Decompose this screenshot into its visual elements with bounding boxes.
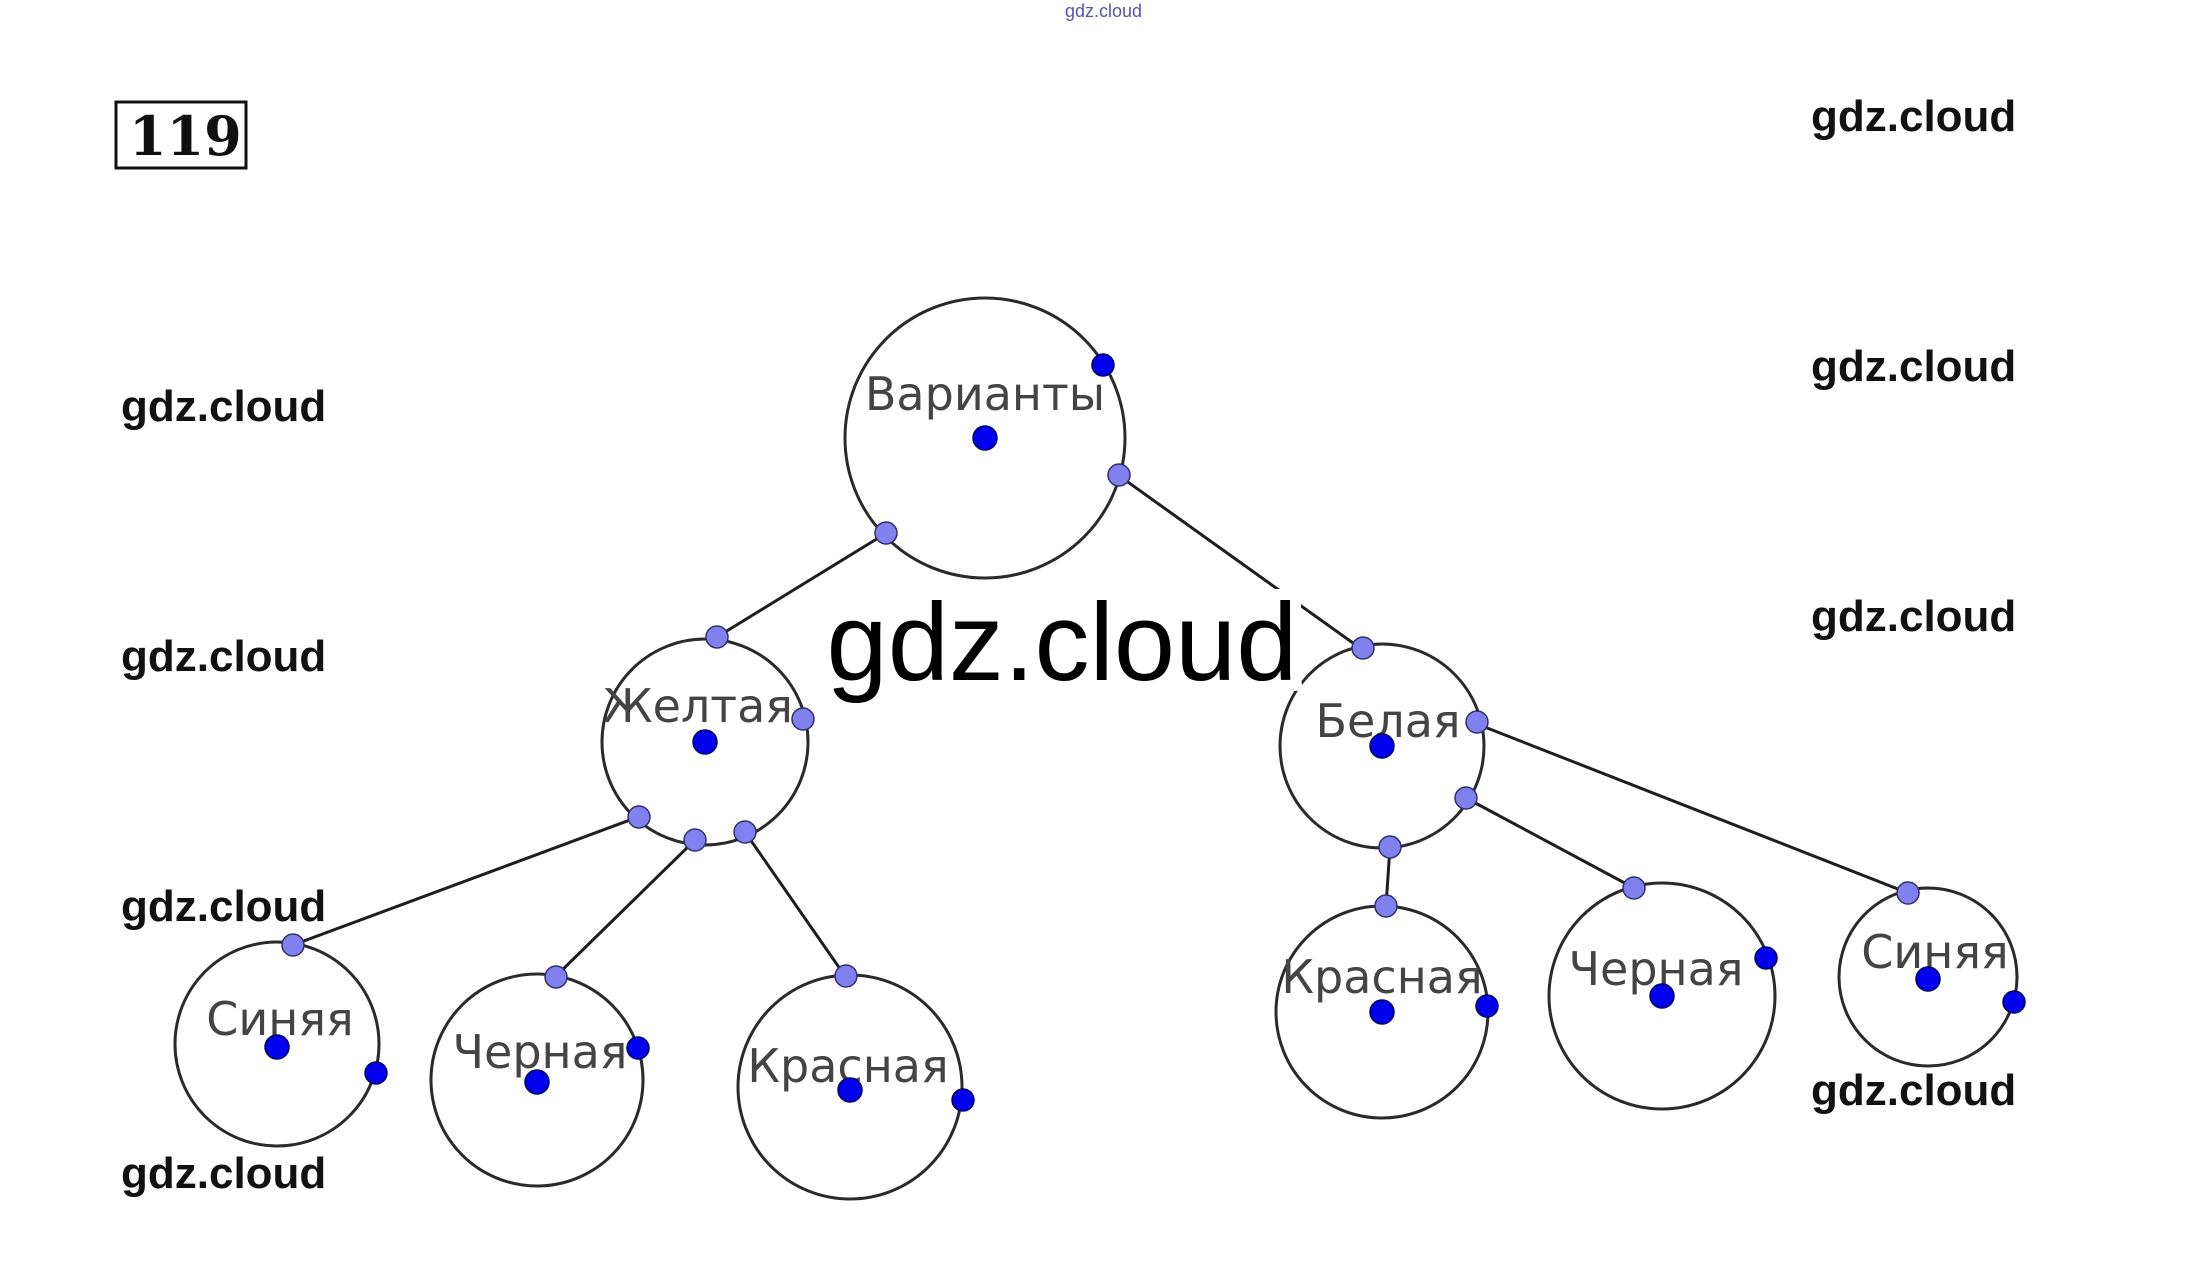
node-yellow-control-point	[791, 707, 815, 731]
node-yellow: Желтая	[600, 625, 815, 852]
node-yellow-blue-center-point	[264, 1034, 290, 1060]
node-yellow-blue-control-point	[364, 1061, 388, 1085]
node-yellow-red-anchor-top	[834, 964, 858, 988]
watermark-left-4: gdz.cloud	[121, 1149, 326, 1198]
watermark-top: gdz.cloud	[1065, 1, 1142, 21]
node-yellow-red: Красная	[736, 964, 975, 1201]
node-white-black: Черная	[1547, 876, 1778, 1111]
node-yellow-blue-anchor-top	[281, 933, 305, 957]
watermarks-left: gdz.cloud gdz.cloud gdz.cloud gdz.cloud	[121, 382, 326, 1198]
problem-number: 119	[114, 100, 248, 170]
node-root-control-point	[1091, 353, 1115, 377]
node-white-red-label: Красная	[1281, 950, 1482, 1004]
edge-yellow-red	[743, 831, 847, 977]
watermark-left-3: gdz.cloud	[121, 882, 326, 931]
watermark-center: gdz.cloud	[827, 581, 1298, 704]
node-root-anchor-left	[874, 521, 898, 545]
node-yellow-black-control-point	[626, 1036, 650, 1060]
node-white: Белая	[1278, 636, 1489, 859]
watermark-left-1: gdz.cloud	[121, 382, 326, 431]
node-yellow-center-point	[692, 729, 718, 755]
node-white-control-point	[1465, 710, 1489, 734]
node-white-blue-anchor-top	[1896, 881, 1920, 905]
watermark-right-1: gdz.cloud	[1811, 92, 2016, 141]
node-white-blue-control-point	[2002, 990, 2026, 1014]
node-white-blue: Синяя	[1837, 881, 2026, 1068]
watermark-right-3: gdz.cloud	[1811, 592, 2016, 641]
node-yellow-anchor-mid	[683, 828, 707, 852]
node-white-center-point	[1369, 733, 1395, 759]
node-white-anchor-top	[1351, 636, 1375, 660]
node-root: Варианты	[843, 296, 1131, 580]
node-white-red: Красная	[1274, 894, 1499, 1120]
watermark-left-2: gdz.cloud	[121, 632, 326, 681]
node-white-anchor-bottom	[1378, 835, 1402, 859]
node-yellow-black-center-point	[524, 1069, 550, 1095]
edge-white-black	[1465, 796, 1635, 890]
node-root-label: Варианты	[865, 367, 1105, 421]
watermark-right-2: gdz.cloud	[1811, 342, 2016, 391]
node-yellow-blue: Синяя	[173, 933, 388, 1148]
node-white-black-anchor-top	[1622, 876, 1646, 900]
node-white-anchor-right	[1454, 786, 1478, 810]
node-yellow-anchor-top	[705, 625, 729, 649]
node-yellow-anchor-left	[627, 805, 651, 829]
problem-number-label: 119	[129, 104, 242, 168]
node-white-red-anchor-top	[1374, 894, 1398, 918]
edge-white-blue	[1476, 722, 1909, 895]
edge-root-yellow	[716, 530, 889, 639]
node-white-black-control-point	[1754, 946, 1778, 970]
edge-yellow-black	[553, 838, 697, 979]
node-white-red-center-point	[1369, 999, 1395, 1025]
node-white-blue-center-point	[1915, 966, 1941, 992]
node-yellow-anchor-right	[733, 820, 757, 844]
node-yellow-red-center-point	[837, 1077, 863, 1103]
edge-root-white	[1117, 473, 1361, 650]
node-yellow-black-anchor-top	[544, 965, 568, 989]
edge-yellow-blue	[292, 815, 639, 947]
node-white-black-center-point	[1649, 983, 1675, 1009]
node-yellow-red-control-point	[951, 1088, 975, 1112]
problem-number-box	[114, 100, 248, 170]
node-root-anchor-right	[1107, 463, 1131, 487]
node-yellow-black: Черная	[429, 965, 650, 1188]
node-white-red-control-point	[1475, 994, 1499, 1018]
node-yellow-label: Желтая	[603, 679, 793, 733]
node-root-center-point	[972, 425, 998, 451]
watermark-right-4: gdz.cloud	[1811, 1066, 2016, 1115]
watermarks-right: gdz.cloud gdz.cloud gdz.cloud gdz.cloud	[1811, 92, 2016, 1115]
